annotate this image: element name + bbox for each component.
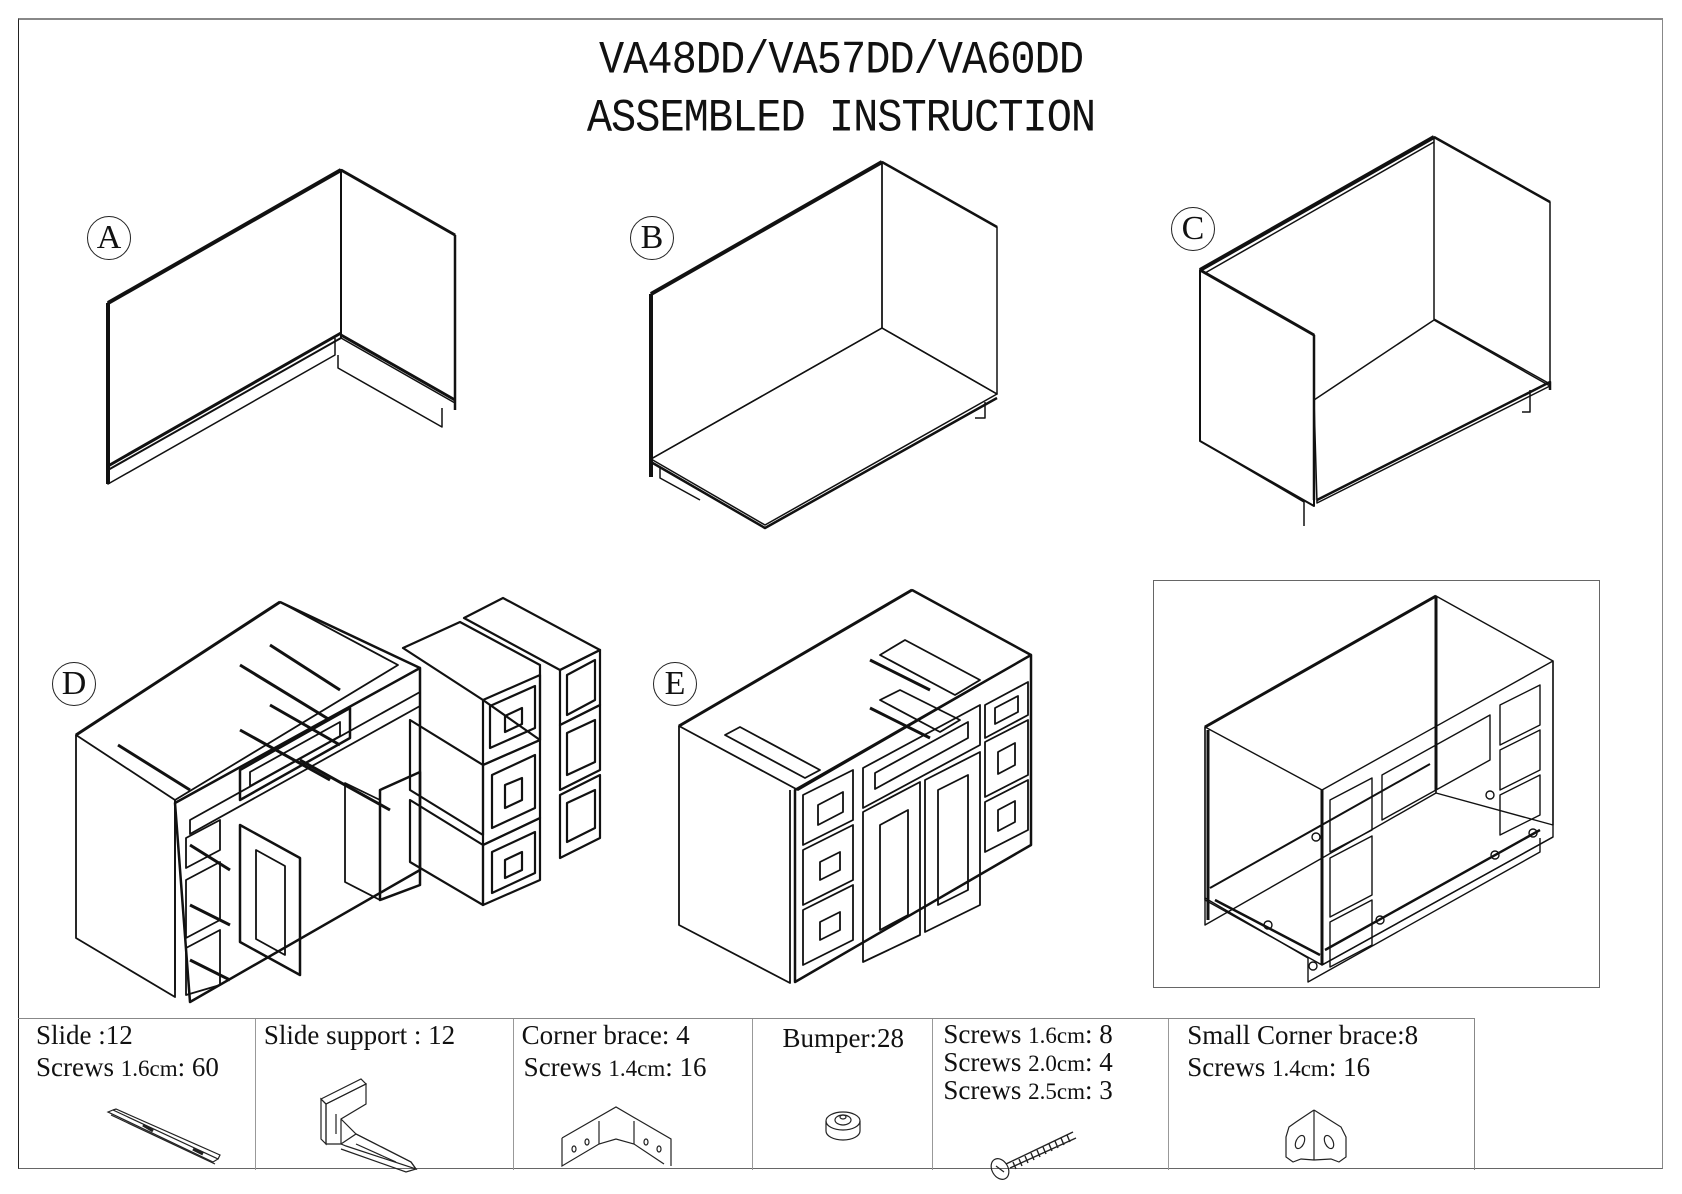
- part-screws-2-5cm: Screws 2.5cm: 3: [943, 1075, 1113, 1105]
- wireframe-panel: [1153, 580, 1600, 988]
- part-corner-brace-screws: Screws 1.4cm: 16: [523, 1052, 707, 1082]
- part-slide-support-qty: Slide support : 12: [263, 1020, 456, 1050]
- step-label-c: C: [1171, 207, 1215, 251]
- part-bumper-qty: Bumper:28: [782, 1023, 905, 1053]
- part-small-corner-brace: Small Corner brace:8 Screws 1.4cm: 16: [1168, 1019, 1474, 1170]
- bumper-icon: [824, 1111, 861, 1141]
- step-label-a: A: [87, 216, 131, 260]
- corner-brace-icon: [561, 1106, 672, 1168]
- step-label-b: B: [630, 216, 674, 260]
- part-slide-qty: Slide :12: [36, 1020, 133, 1050]
- parts-table: Slide :12 Screws 1.6cm: 60 Slide support…: [18, 1018, 1475, 1180]
- part-slide-screws: Screws 1.6cm: 60: [36, 1052, 219, 1082]
- drawer-slide-icon: [106, 1108, 221, 1165]
- slide-support-icon: [319, 1078, 418, 1173]
- part-screws-1-6cm: Screws 1.6cm: 8: [943, 1019, 1113, 1049]
- model-title: VA48DD/VA57DD/VA60DD: [598, 34, 1084, 87]
- part-screws: Screws 1.6cm: 8 Screws 2.0cm: 4 Screws 2…: [932, 1019, 1168, 1180]
- screw-icon: [990, 1131, 1077, 1180]
- step-label-d: D: [52, 662, 96, 706]
- part-screws-2-0cm: Screws 2.0cm: 4: [943, 1047, 1113, 1077]
- part-slide-support: Slide support : 12: [254, 1019, 513, 1173]
- part-bumper: Bumper:28: [751, 1019, 933, 1170]
- part-small-corner-brace-qty: Small Corner brace:8: [1187, 1020, 1419, 1050]
- page-frame: [18, 18, 1663, 1169]
- part-small-corner-brace-screws: Screws 1.4cm: 16: [1187, 1052, 1371, 1082]
- part-slide: Slide :12 Screws 1.6cm: 60: [18, 1019, 255, 1170]
- step-label-e: E: [653, 662, 697, 706]
- instruction-title: ASSEMBLED INSTRUCTION: [586, 92, 1096, 145]
- small-corner-brace-icon: [1285, 1109, 1347, 1163]
- part-corner-brace-qty: Corner brace: 4: [521, 1020, 690, 1050]
- part-corner-brace: Corner brace: 4 Screws 1.4cm: 16: [512, 1019, 752, 1170]
